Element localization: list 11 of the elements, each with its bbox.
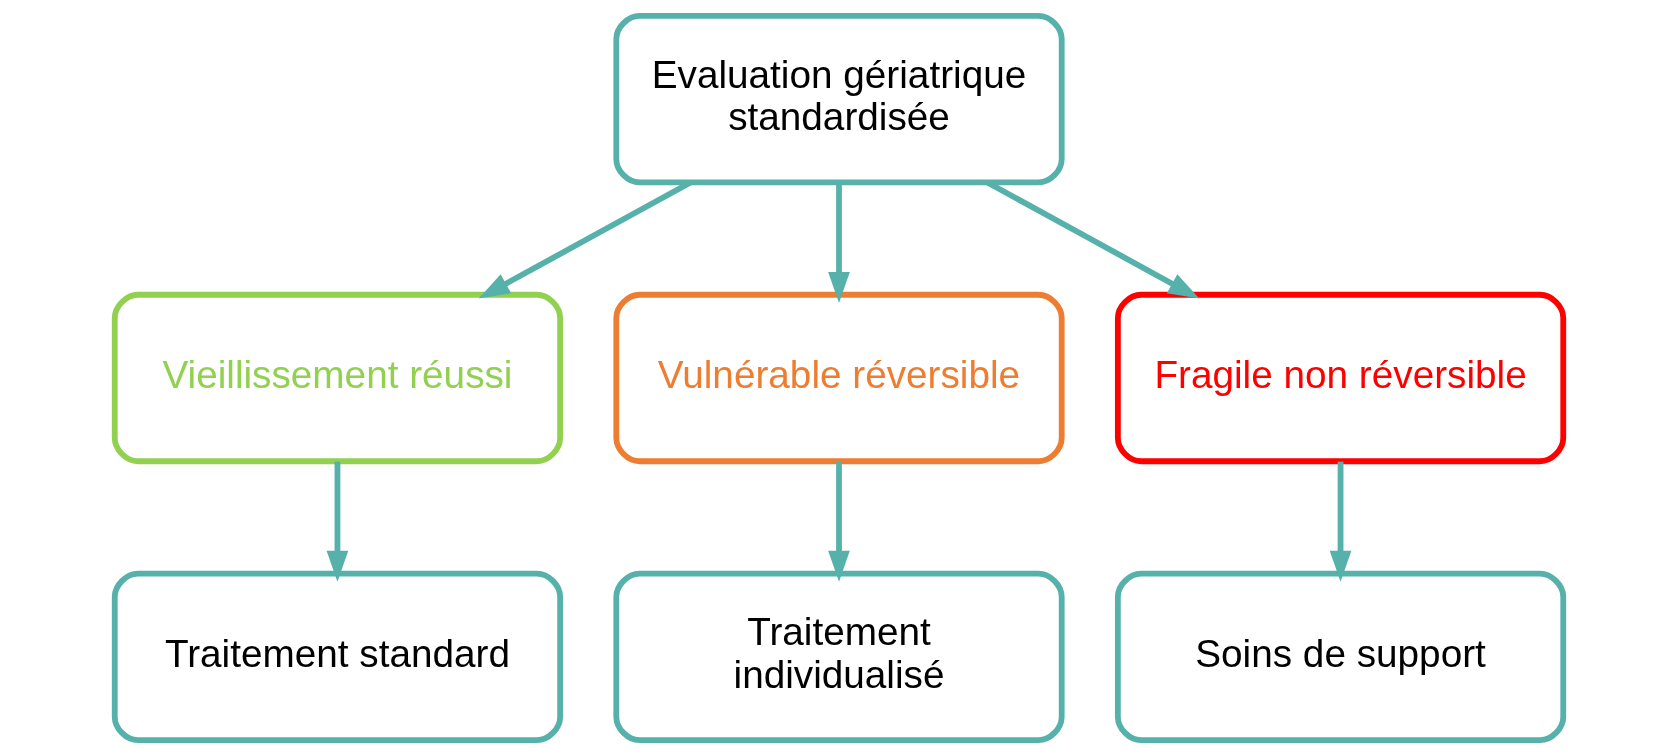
node-box: Fragile non réversible <box>1114 291 1566 465</box>
arrow <box>1329 461 1351 582</box>
arrow <box>827 182 850 303</box>
node-box: Traitement standard <box>111 570 563 744</box>
node-box: Vieillissement réussi <box>111 291 563 465</box>
node-box: Soins de support <box>1114 570 1566 744</box>
arrow <box>827 461 850 582</box>
node-box: Traitement individualisé <box>612 570 1065 744</box>
arrow <box>326 461 348 582</box>
node-box: Vulnérable réversible <box>612 291 1065 465</box>
node-box: Evaluation gériatrique standardisée <box>612 12 1065 186</box>
